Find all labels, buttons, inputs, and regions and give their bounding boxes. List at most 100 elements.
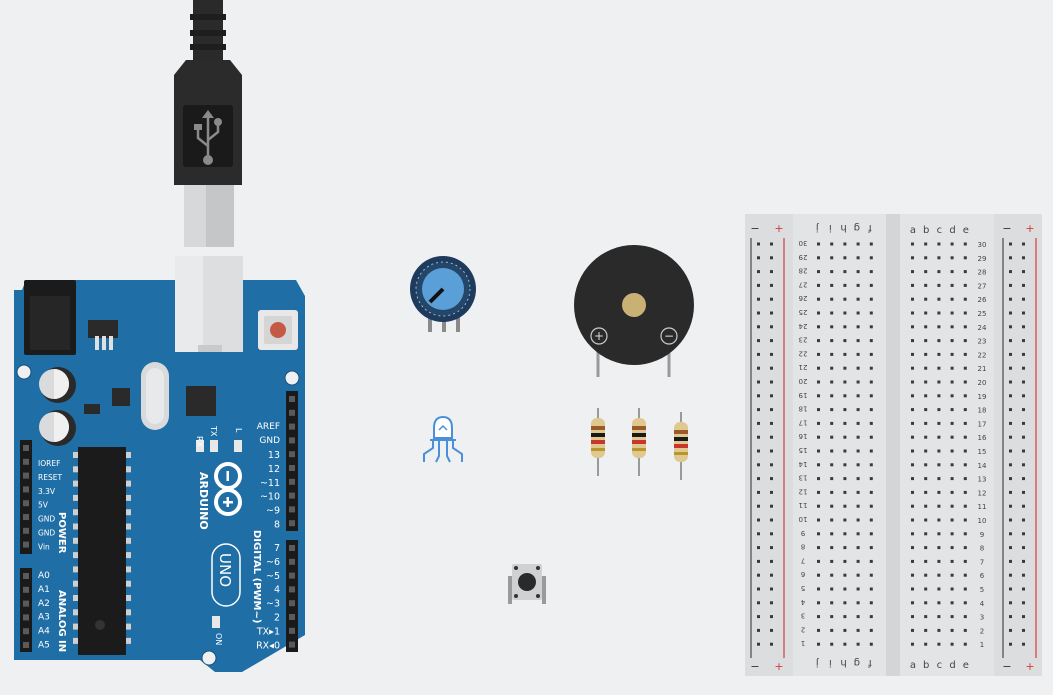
row-number: 23 (799, 336, 808, 344)
row-number: 7 (980, 558, 984, 566)
row-number: 8 (801, 543, 805, 551)
arduino-uno-board[interactable]: RX TX L ON ARDUINO UNO DIGITAL (PWM~) PO… (14, 256, 305, 672)
brand-label: ARDUINO (197, 472, 210, 530)
digital-pin-label: ~5 (266, 571, 280, 582)
row-number: 1 (801, 639, 805, 647)
column-letter: j (816, 657, 820, 668)
row-number: 15 (799, 446, 808, 454)
column-letter: c (937, 660, 943, 671)
arduino-logo (214, 462, 242, 516)
piezo-buzzer[interactable]: + − (574, 245, 694, 377)
usb-chip (186, 386, 216, 416)
row-number: 9 (801, 529, 805, 537)
buzzer-positive-terminal[interactable] (590, 327, 608, 345)
row-number: 25 (978, 310, 987, 318)
column-letter: a (910, 225, 916, 236)
minus-icon: − (664, 329, 674, 343)
rgb-led[interactable] (423, 415, 463, 463)
buzzer-negative-terminal[interactable] (660, 327, 678, 345)
row-number: 13 (978, 476, 987, 484)
led-tx-label: TX (209, 425, 218, 437)
row-number: 28 (799, 267, 808, 275)
usb-icon (194, 110, 222, 165)
row-number: 23 (978, 338, 987, 346)
row-number: 14 (798, 460, 807, 468)
aref-label: AREF (257, 422, 280, 432)
analog-pin-label: A3 (38, 613, 50, 623)
digital-pin-label: ~3 (266, 599, 280, 610)
row-number: 10 (978, 517, 987, 525)
digital-header-label: DIGITAL (PWM~) (251, 530, 262, 623)
atmega-chip (78, 447, 126, 655)
row-number: 4 (980, 600, 985, 608)
row-number: 17 (799, 418, 808, 426)
row-number: 2 (801, 625, 805, 633)
resistor[interactable] (632, 408, 646, 476)
row-number: 27 (799, 280, 808, 288)
capacitor (39, 410, 76, 446)
row-number: 22 (799, 349, 808, 357)
column-letter: h (840, 222, 846, 233)
analog-header-label: ANALOG IN (56, 590, 67, 652)
column-letter: g (854, 657, 860, 668)
digital-pin-label: 8 (274, 520, 280, 531)
digital-pin-label: RX◂0 (256, 640, 280, 651)
column-letter: b (923, 225, 929, 236)
row-number: 26 (798, 294, 807, 302)
column-letter: g (854, 222, 860, 233)
pushbutton[interactable] (508, 564, 546, 604)
analog-pin-label: A2 (38, 599, 50, 609)
reset-button[interactable] (258, 310, 298, 350)
digital-pin-label: 2 (274, 613, 280, 624)
row-number: 6 (800, 570, 805, 578)
right-rail-plus: + (1025, 222, 1034, 235)
row-number: 24 (798, 322, 807, 330)
resistor[interactable] (591, 408, 605, 476)
analog-pin-label: A5 (38, 641, 50, 651)
potentiometer[interactable] (410, 256, 476, 332)
row-number: 6 (980, 572, 985, 580)
power-pin-label: Vin (38, 542, 50, 551)
digital-header-bottom[interactable] (286, 540, 298, 652)
row-number: 5 (801, 584, 805, 592)
power-header-label: POWER (56, 512, 67, 554)
column-letter: i (829, 222, 832, 233)
right-rail-minus-bottom: − (1002, 660, 1011, 673)
row-number: 17 (978, 420, 987, 428)
column-letter: f (868, 222, 872, 233)
capacitor (39, 367, 76, 403)
digital-pin-label: ~10 (260, 492, 280, 503)
analog-pin-label: A4 (38, 627, 50, 637)
row-number: 16 (798, 432, 807, 440)
column-letter: b (923, 660, 929, 671)
digital-pin-label: TX▸1 (256, 626, 280, 637)
led-rx-label: RX (195, 436, 204, 448)
resistor[interactable] (674, 412, 688, 480)
power-header[interactable] (20, 440, 32, 554)
row-number: 28 (978, 269, 987, 277)
column-letter: h (840, 657, 846, 668)
row-number: 12 (978, 489, 987, 497)
on-led-label: ON (214, 633, 223, 645)
row-number: 7 (801, 556, 805, 564)
row-number: 19 (799, 391, 808, 399)
row-number: 3 (980, 614, 984, 622)
left-rail-plus-bottom: + (774, 660, 783, 673)
mounting-hole (284, 370, 300, 386)
column-letter: e (963, 660, 969, 671)
potentiometer-knob-indicator (428, 287, 445, 304)
analog-pin-label: A0 (38, 571, 50, 581)
row-number: 30 (978, 241, 987, 249)
row-number: 27 (978, 282, 987, 290)
digital-pin-label: 4 (274, 585, 280, 596)
led-l-label: L (234, 428, 243, 433)
column-letter: f (868, 657, 872, 668)
analog-header[interactable] (20, 568, 32, 652)
digital-pin-label: 7 (274, 543, 280, 554)
row-number: 11 (799, 501, 808, 509)
svg-text:UNO: UNO (216, 553, 234, 587)
mounting-hole (201, 650, 217, 666)
row-number: 12 (799, 487, 808, 495)
